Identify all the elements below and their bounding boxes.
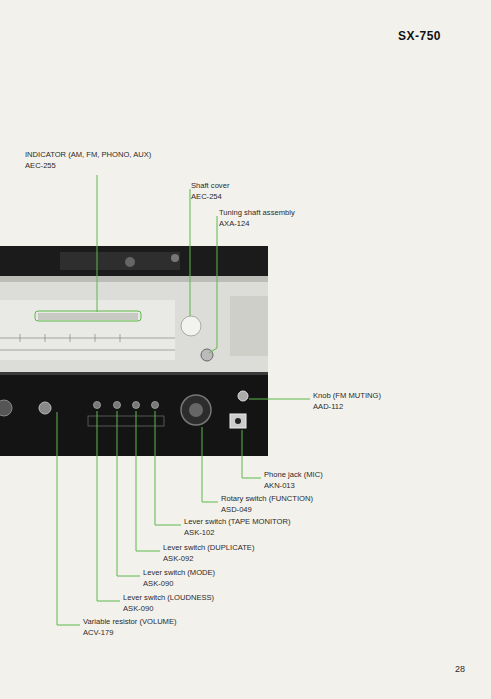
part-number: ASK-102 <box>184 528 214 537</box>
part-number: ASK-092 <box>163 554 193 563</box>
part-name: Tuning shaft assembly <box>219 208 295 217</box>
part-number: ASD-049 <box>221 505 252 514</box>
part-name: Lever switch (LOUDNESS) <box>123 593 214 602</box>
part-number: AEC-255 <box>25 161 56 170</box>
dial-panel <box>0 276 268 372</box>
part-name: INDICATOR (AM, FM, PHONO, AUX) <box>25 150 151 159</box>
part-name: Lever switch (TAPE MONITOR) <box>184 517 290 526</box>
part-name: Variable resistor (VOLUME) <box>83 617 177 626</box>
part-number: ASK-090 <box>123 604 153 613</box>
part-number: AEC-254 <box>191 192 222 201</box>
leader-lines <box>35 175 310 625</box>
part-number: AAD-112 <box>313 402 343 411</box>
part-number: AXA-124 <box>219 219 249 228</box>
part-name: Shaft cover <box>191 181 229 190</box>
part-name: Rotary switch (FUNCTION) <box>221 494 313 503</box>
part-name: Phone jack (MIC) <box>264 470 323 479</box>
control-panel <box>0 372 268 456</box>
part-number: AKN-013 <box>264 481 295 490</box>
chassis-top <box>0 246 268 276</box>
part-number: ASK-090 <box>143 579 173 588</box>
part-number: ACV-179 <box>83 628 113 637</box>
part-name: Lever switch (DUPLICATE) <box>163 543 254 552</box>
model-title: SX-750 <box>398 29 441 43</box>
page-number: 28 <box>455 665 465 674</box>
part-name: Knob (FM MUTING) <box>313 391 381 400</box>
part-name: Lever switch (MODE) <box>143 568 215 577</box>
shaft-cover <box>181 316 201 336</box>
